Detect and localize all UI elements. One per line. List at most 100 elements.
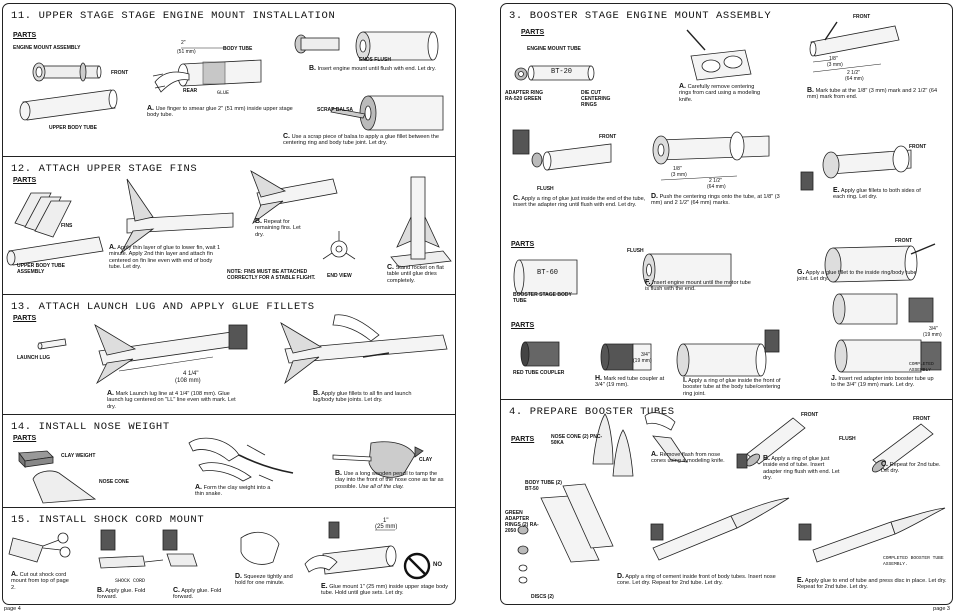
glue-mount-tube-icon: [304, 529, 397, 575]
step-b-instruction: B. Mark tube at the 1/8" (3 mm) mark and…: [807, 87, 947, 101]
ends-flush-label: ENDS FLUSH: [359, 57, 391, 63]
rocket-fins-icon: [250, 170, 338, 225]
step-letter: C.: [173, 587, 180, 594]
launch-lug-label: LAUNCH LUG: [17, 355, 51, 361]
step-letter: D.: [235, 573, 242, 580]
insert-nose-cone-icon: [650, 497, 790, 561]
section-14-illustration: [18, 437, 424, 504]
dimension-label: (3 mm): [671, 172, 687, 178]
glue-fillets-rings-icon: [800, 145, 912, 191]
step-c-instruction: C. Use a scrap piece of balsa to apply a…: [283, 133, 453, 147]
step-g-instruction: G. Apply a glue fillet to the inside rin…: [797, 269, 917, 283]
step-text: Apply glue fillets to both sides of each…: [833, 188, 921, 201]
step-letter: G.: [797, 269, 805, 276]
flush-label: FLUSH: [839, 436, 856, 442]
die-cut-rings-label: DIE CUT CENTERING RINGS: [581, 90, 611, 108]
bt20-label: BT-20: [551, 68, 573, 76]
step-text: Repeat for 2nd tube. Let dry.: [881, 462, 941, 475]
parts-heading: PARTS: [511, 241, 535, 248]
section-12: 12. ATTACH UPPER STAGE FINS: [3, 157, 455, 295]
step-letter: B.: [763, 455, 770, 462]
dimension-label: (51 mm): [177, 49, 196, 55]
step-text: Apply glue. Fold forward.: [97, 588, 146, 601]
dimension-label: 1/8": [829, 56, 838, 62]
step-text: Mark tube at the 1/8" (3 mm) mark and 2 …: [807, 88, 938, 101]
step-b-instruction: B. Apply glue fillets to all fin and lau…: [313, 390, 413, 404]
step-text: Mark red tube coupler at 3/4" (19 mm).: [595, 376, 665, 389]
section-title: 4. PREPARE BOOSTER TUBES: [509, 406, 675, 418]
step-b-instruction: B. Use a long wooden pencil to tamp the …: [335, 470, 445, 490]
parts-heading: PARTS: [13, 315, 37, 322]
step-text: Use a scrap piece of balsa to apply a gl…: [283, 134, 439, 147]
step-letter: E.: [833, 187, 840, 194]
left-instruction-page: 11. UPPER STAGE STAGE ENGINE MOUNT INSTA…: [2, 3, 456, 605]
step-letter: D.: [651, 193, 658, 200]
step-letter: D.: [617, 573, 624, 580]
mark-tube-icon: [809, 21, 900, 73]
step-text: Apply a ring of cement inside front of b…: [617, 574, 776, 587]
insert-adapter-ring-icon: [512, 129, 612, 171]
step-d-instruction: D. Push the centering rings onto the tub…: [651, 193, 791, 207]
scissors-icon: [8, 532, 71, 563]
step-letter: I.: [683, 377, 687, 384]
fins-icon: [14, 192, 72, 238]
parts-heading: PARTS: [521, 29, 545, 36]
section-title: 13. ATTACH LAUNCH LUG AND APPLY GLUE FIL…: [11, 301, 315, 313]
dimension-label: 3/4": [929, 326, 938, 332]
step-letter: C.: [513, 195, 520, 202]
upper-body-tube-assembly-icon: [6, 236, 104, 266]
section-title: 12. ATTACH UPPER STAGE FINS: [11, 163, 198, 175]
section-15-illustration: [8, 521, 431, 580]
hand-rolling-icon: [188, 437, 294, 482]
step-a-instruction: A. Form the clay weight into a thin snak…: [195, 484, 275, 498]
end-view-icon: [322, 231, 356, 260]
step-text: Apply a glue fillet to the inside ring/b…: [797, 270, 917, 283]
step-a-instruction: A. Use finger to smear glue 2" (51 mm) i…: [147, 105, 297, 119]
step-letter: J.: [831, 375, 837, 382]
end-view-label: END VIEW: [327, 273, 352, 279]
rear-label: REAR: [183, 88, 198, 94]
push-rings-icon: [652, 131, 770, 181]
flush-label: FLUSH: [537, 186, 554, 192]
engine-mount-assembly-label: ENGINE MOUNT ASSEMBLY: [13, 45, 81, 51]
step-letter: C.: [283, 133, 290, 140]
step-text: Cut out shock cord mount from top of pag…: [11, 572, 69, 591]
scrap-balsa-label: SCRAP BALSA: [317, 107, 354, 113]
step-letter: A.: [107, 390, 114, 397]
tamp-clay-icon: [332, 441, 424, 478]
section-title: 15. INSTALL SHOCK CORD MOUNT: [11, 514, 205, 526]
dimension-label: (64 mm): [707, 184, 726, 190]
nose-cone-label: NOSE CONE: [99, 479, 130, 485]
page-number: page 3: [933, 606, 950, 612]
booster-tube-front-icon: [736, 417, 806, 469]
step-letter: A.: [147, 105, 154, 112]
engine-mount-tube-icon: [514, 65, 595, 81]
second-tube-icon: [871, 423, 934, 473]
step-text: Mark Launch lug line at 4 1/4" (108 mm).…: [107, 391, 236, 410]
step-text: Apply a ring of glue inside the front of…: [683, 378, 781, 397]
step-a-instruction: A. Remove flash from nose cones using a …: [651, 451, 735, 465]
step-text: Apply glue. Fold forward.: [173, 588, 222, 601]
insert-engine-mount-icon: [294, 31, 439, 61]
no-label: NO: [433, 562, 442, 568]
step-text: Glue mount 1" (25 mm) inside upper stage…: [321, 584, 449, 597]
section-4: 4. PREPARE BOOSTER TUBES: [501, 400, 952, 604]
right-instruction-page: 3. BOOSTER STAGE ENGINE MOUNT ASSEMBLY: [500, 3, 953, 605]
step-letter: C.: [881, 461, 888, 468]
dimension-label: 4 1/4": [183, 371, 199, 377]
finger-glue-icon: [152, 47, 262, 93]
body-tube-label: BODY TUBE: [223, 46, 253, 52]
booster-body-tube-icon: [513, 259, 578, 295]
step-letter: A.: [651, 451, 658, 458]
parts-heading: PARTS: [13, 435, 37, 442]
section-4-illustration: [517, 412, 946, 584]
step-text: Apply a ring of glue just inside end of …: [763, 456, 840, 482]
bt60-label: BT-60: [537, 269, 559, 277]
section-11: 11. UPPER STAGE STAGE ENGINE MOUNT INSTA…: [3, 4, 455, 157]
step-a-instruction: A. Apply thin layer of glue to lower fin…: [109, 244, 221, 271]
step-d-instruction: D. Squeeze tightly and hold for one minu…: [235, 573, 301, 587]
front-label: FRONT: [111, 70, 129, 76]
front-label: FRONT: [913, 416, 931, 422]
dimension-label: 1": [383, 518, 389, 524]
step-letter: B.: [313, 390, 320, 397]
